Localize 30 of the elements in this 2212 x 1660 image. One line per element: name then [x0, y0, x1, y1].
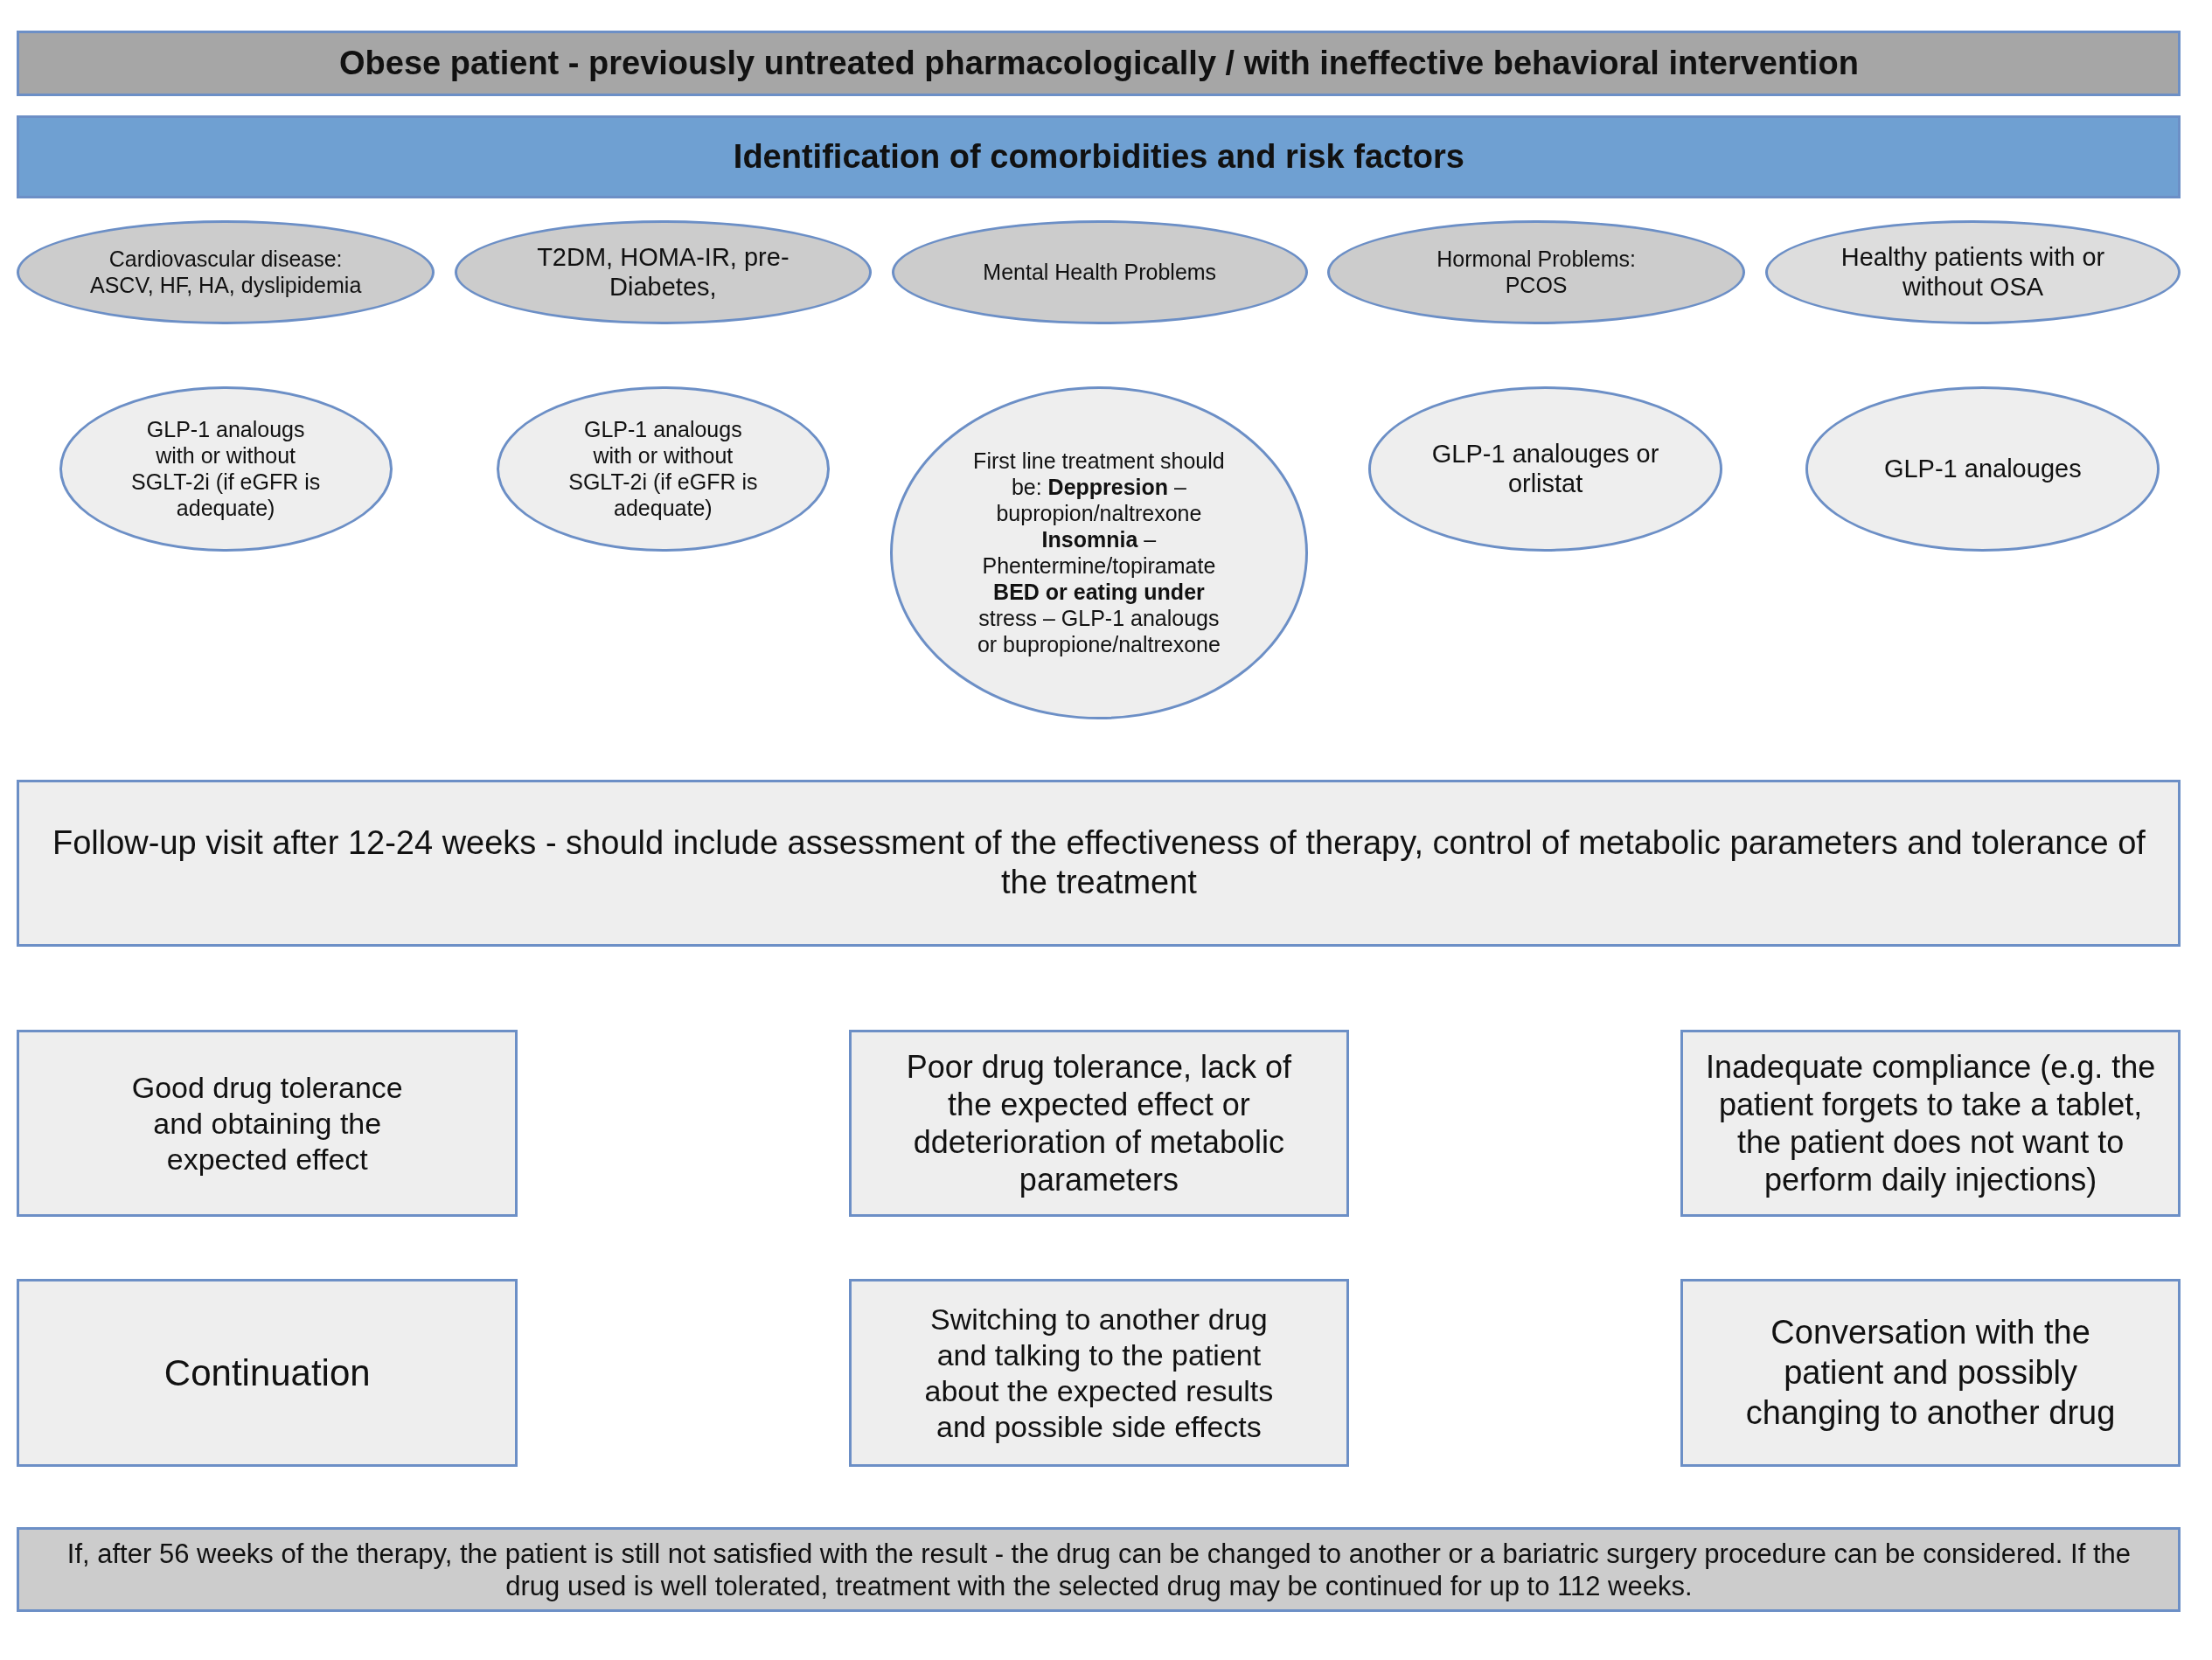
ellipse-text: Hormonal Problems: PCOS	[1436, 246, 1638, 299]
ellipse-text: GLP-1 analougs with or without SGLT-2i (if eGFR is adequate)	[130, 416, 322, 522]
banner-bar	[17, 31, 2181, 96]
process-box	[17, 1029, 518, 1218]
process-box	[1680, 1279, 2181, 1468]
ellipse-text: First line treatment should be: Deppresion – bupropion/naltrexone Insomnia – Phentermine/topiramate BED or eating under stress – GLP-1 analougs or bupropione/naltrexone	[972, 448, 1226, 658]
ellipse-text: GLP-1 analougs with or without SGLT-2i (if eGFR is adequate)	[567, 416, 759, 522]
process-box	[1680, 1029, 2181, 1218]
box-text: If, after 56 weeks of the therapy, the patient is still not satisfied with the result - the drug can be changed to another or a bariatric surgery procedure can be considered. If the drug used is well tolerated, treatment with the selected drug may be continued for up to 112 weeks.	[66, 1537, 2132, 1602]
box-text: Follow-up visit after 12-24 weeks - should include assessment of the effectiveness of therapy, control of metabolic parameters and tolerance of the treatment	[52, 823, 2146, 903]
box-text: Obese patient - previously untreated pharmacologically / with ineffective behavioral intervention	[339, 43, 1859, 83]
note-box	[17, 1527, 2181, 1613]
box-text: Inadequate compliance (e.g. the patient forgets to take a tablet, the patient does not want to perform daily injections)	[1704, 1047, 2157, 1199]
box-text: Continuation	[163, 1351, 371, 1395]
box-text: Good drug tolerance and obtaining the expected effect	[130, 1069, 404, 1177]
ellipse-text: T2DM, HOMA-IR, pre-Diabetes,	[536, 241, 790, 303]
ellipse-text: Cardiovascular disease: ASCV, HF, HA, dyslipidemia	[89, 246, 363, 299]
process-box	[849, 1279, 1349, 1468]
box-text: Identification of comorbidities and risk factors	[733, 137, 1464, 177]
process-box	[17, 1279, 518, 1468]
box-text: Poor drug tolerance, lack of the expected effect or ddeterioration of metabolic parameters	[905, 1047, 1293, 1199]
process-box	[849, 1029, 1349, 1218]
process-box	[17, 780, 2181, 947]
header-bar	[17, 115, 2181, 199]
ellipse-text: GLP-1 analouges or orlistat	[1431, 438, 1659, 500]
ellipse-text: Mental Health Problems	[983, 259, 1217, 286]
box-text: Switching to another drug and talking to the patient about the expected results and possible side effects	[923, 1302, 1275, 1445]
box-text: Conversation with the patient and possibly changing to another drug	[1744, 1313, 2117, 1433]
ellipse-text: GLP-1 analouges	[1883, 454, 2082, 484]
ellipse-text: Healthy patients with or without OSA	[1840, 241, 2106, 303]
